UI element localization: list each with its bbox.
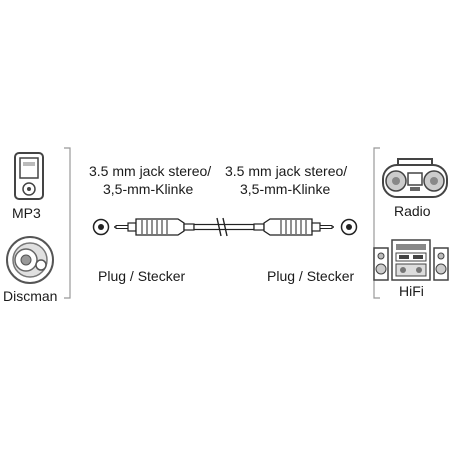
radio-icon bbox=[382, 158, 448, 198]
right-jack-end-icon bbox=[340, 218, 358, 236]
right-spec-line1: 3.5 mm jack stereo/ bbox=[225, 163, 348, 179]
hifi-label: HiFi bbox=[399, 283, 424, 299]
discman-label: Discman bbox=[3, 288, 58, 304]
right-plug-label: Plug / Stecker bbox=[267, 268, 354, 285]
right-spec-line2: 3,5-mm-Klinke bbox=[240, 181, 331, 197]
left-jack-end-icon bbox=[92, 218, 110, 236]
right-bracket bbox=[373, 147, 380, 299]
left-spec-line1: 3.5 mm jack stereo/ bbox=[89, 163, 212, 179]
left-plug-text: Plug / Stecker bbox=[98, 268, 186, 284]
left-plug-icon bbox=[114, 218, 195, 236]
cable-diagram bbox=[92, 217, 358, 237]
mp3-player-icon bbox=[14, 152, 44, 200]
right-plug-icon bbox=[253, 218, 334, 236]
right-plug-text: Plug / Stecker bbox=[267, 268, 355, 284]
left-spec-line2: 3,5-mm-Klinke bbox=[103, 181, 194, 197]
left-plug-label: Plug / Stecker bbox=[98, 268, 185, 285]
hifi-system-icon bbox=[373, 239, 449, 281]
mp3-label: MP3 bbox=[12, 205, 41, 221]
cable-line bbox=[193, 217, 255, 237]
radio-label: Radio bbox=[394, 203, 431, 219]
discman-icon bbox=[6, 236, 54, 284]
